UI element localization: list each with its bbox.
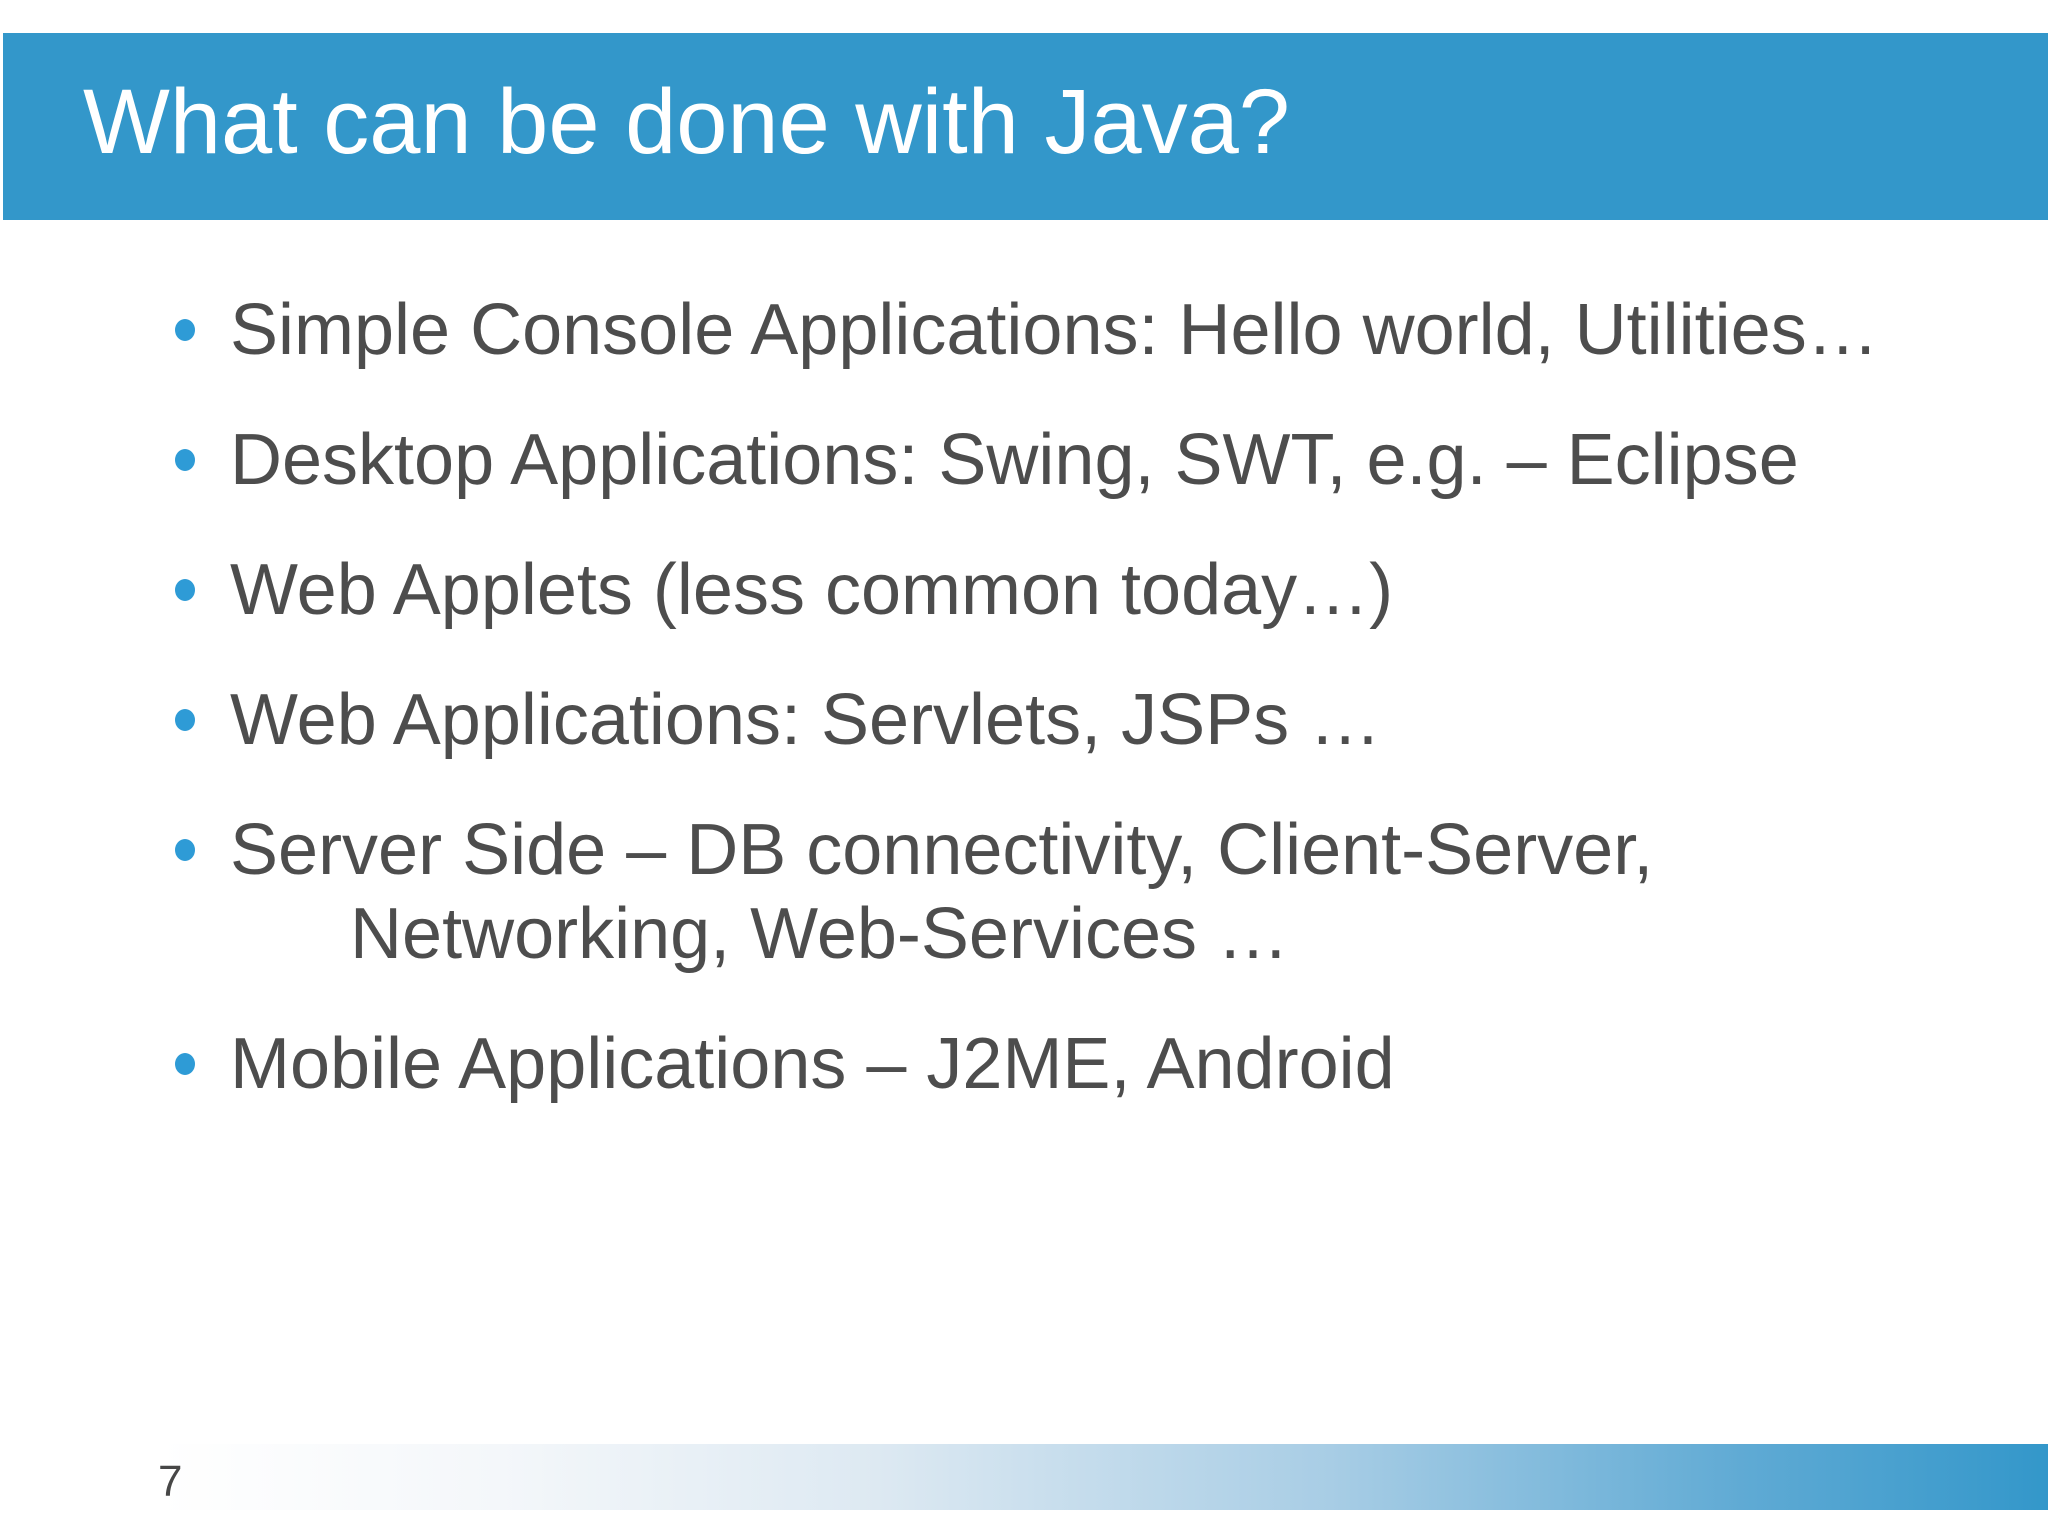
list-item: Web Applets (less common today…) [165, 548, 1968, 632]
bullet-dot-icon [175, 449, 195, 471]
list-item: Desktop Applications: Swing, SWT, e.g. –… [165, 418, 1968, 502]
list-item: Server Side – DB connectivity, Client-Se… [165, 808, 1968, 976]
bullet-text: Simple Console Applications: Hello world… [230, 290, 1879, 370]
bullet-dot-icon [175, 319, 195, 341]
list-item: Mobile Applications – J2ME, Android [165, 1022, 1968, 1106]
bullet-text: Mobile Applications – J2ME, Android [230, 1024, 1395, 1104]
slide-title: What can be done with Java? [83, 71, 1290, 173]
bullet-text: Web Applets (less common today…) [230, 550, 1394, 630]
bullet-dot-icon [175, 709, 195, 731]
bullet-dot-icon [175, 579, 195, 601]
title-bar: What can be done with Java? [3, 33, 2048, 220]
footer-gradient-bar [160, 1444, 2048, 1510]
bullet-dot-icon [175, 839, 195, 861]
page-number: 7 [158, 1457, 183, 1506]
list-item: Web Applications: Servlets, JSPs … [165, 678, 1968, 762]
bullet-list: Simple Console Applications: Hello world… [165, 288, 1968, 1152]
bullet-dot-icon [175, 1053, 195, 1075]
list-item: Simple Console Applications: Hello world… [165, 288, 1968, 372]
bullet-text: Web Applications: Servlets, JSPs … [230, 680, 1382, 760]
bullet-text: Desktop Applications: Swing, SWT, e.g. –… [230, 420, 1799, 500]
bullet-text: Server Side – DB connectivity, Client-Se… [230, 810, 1654, 974]
